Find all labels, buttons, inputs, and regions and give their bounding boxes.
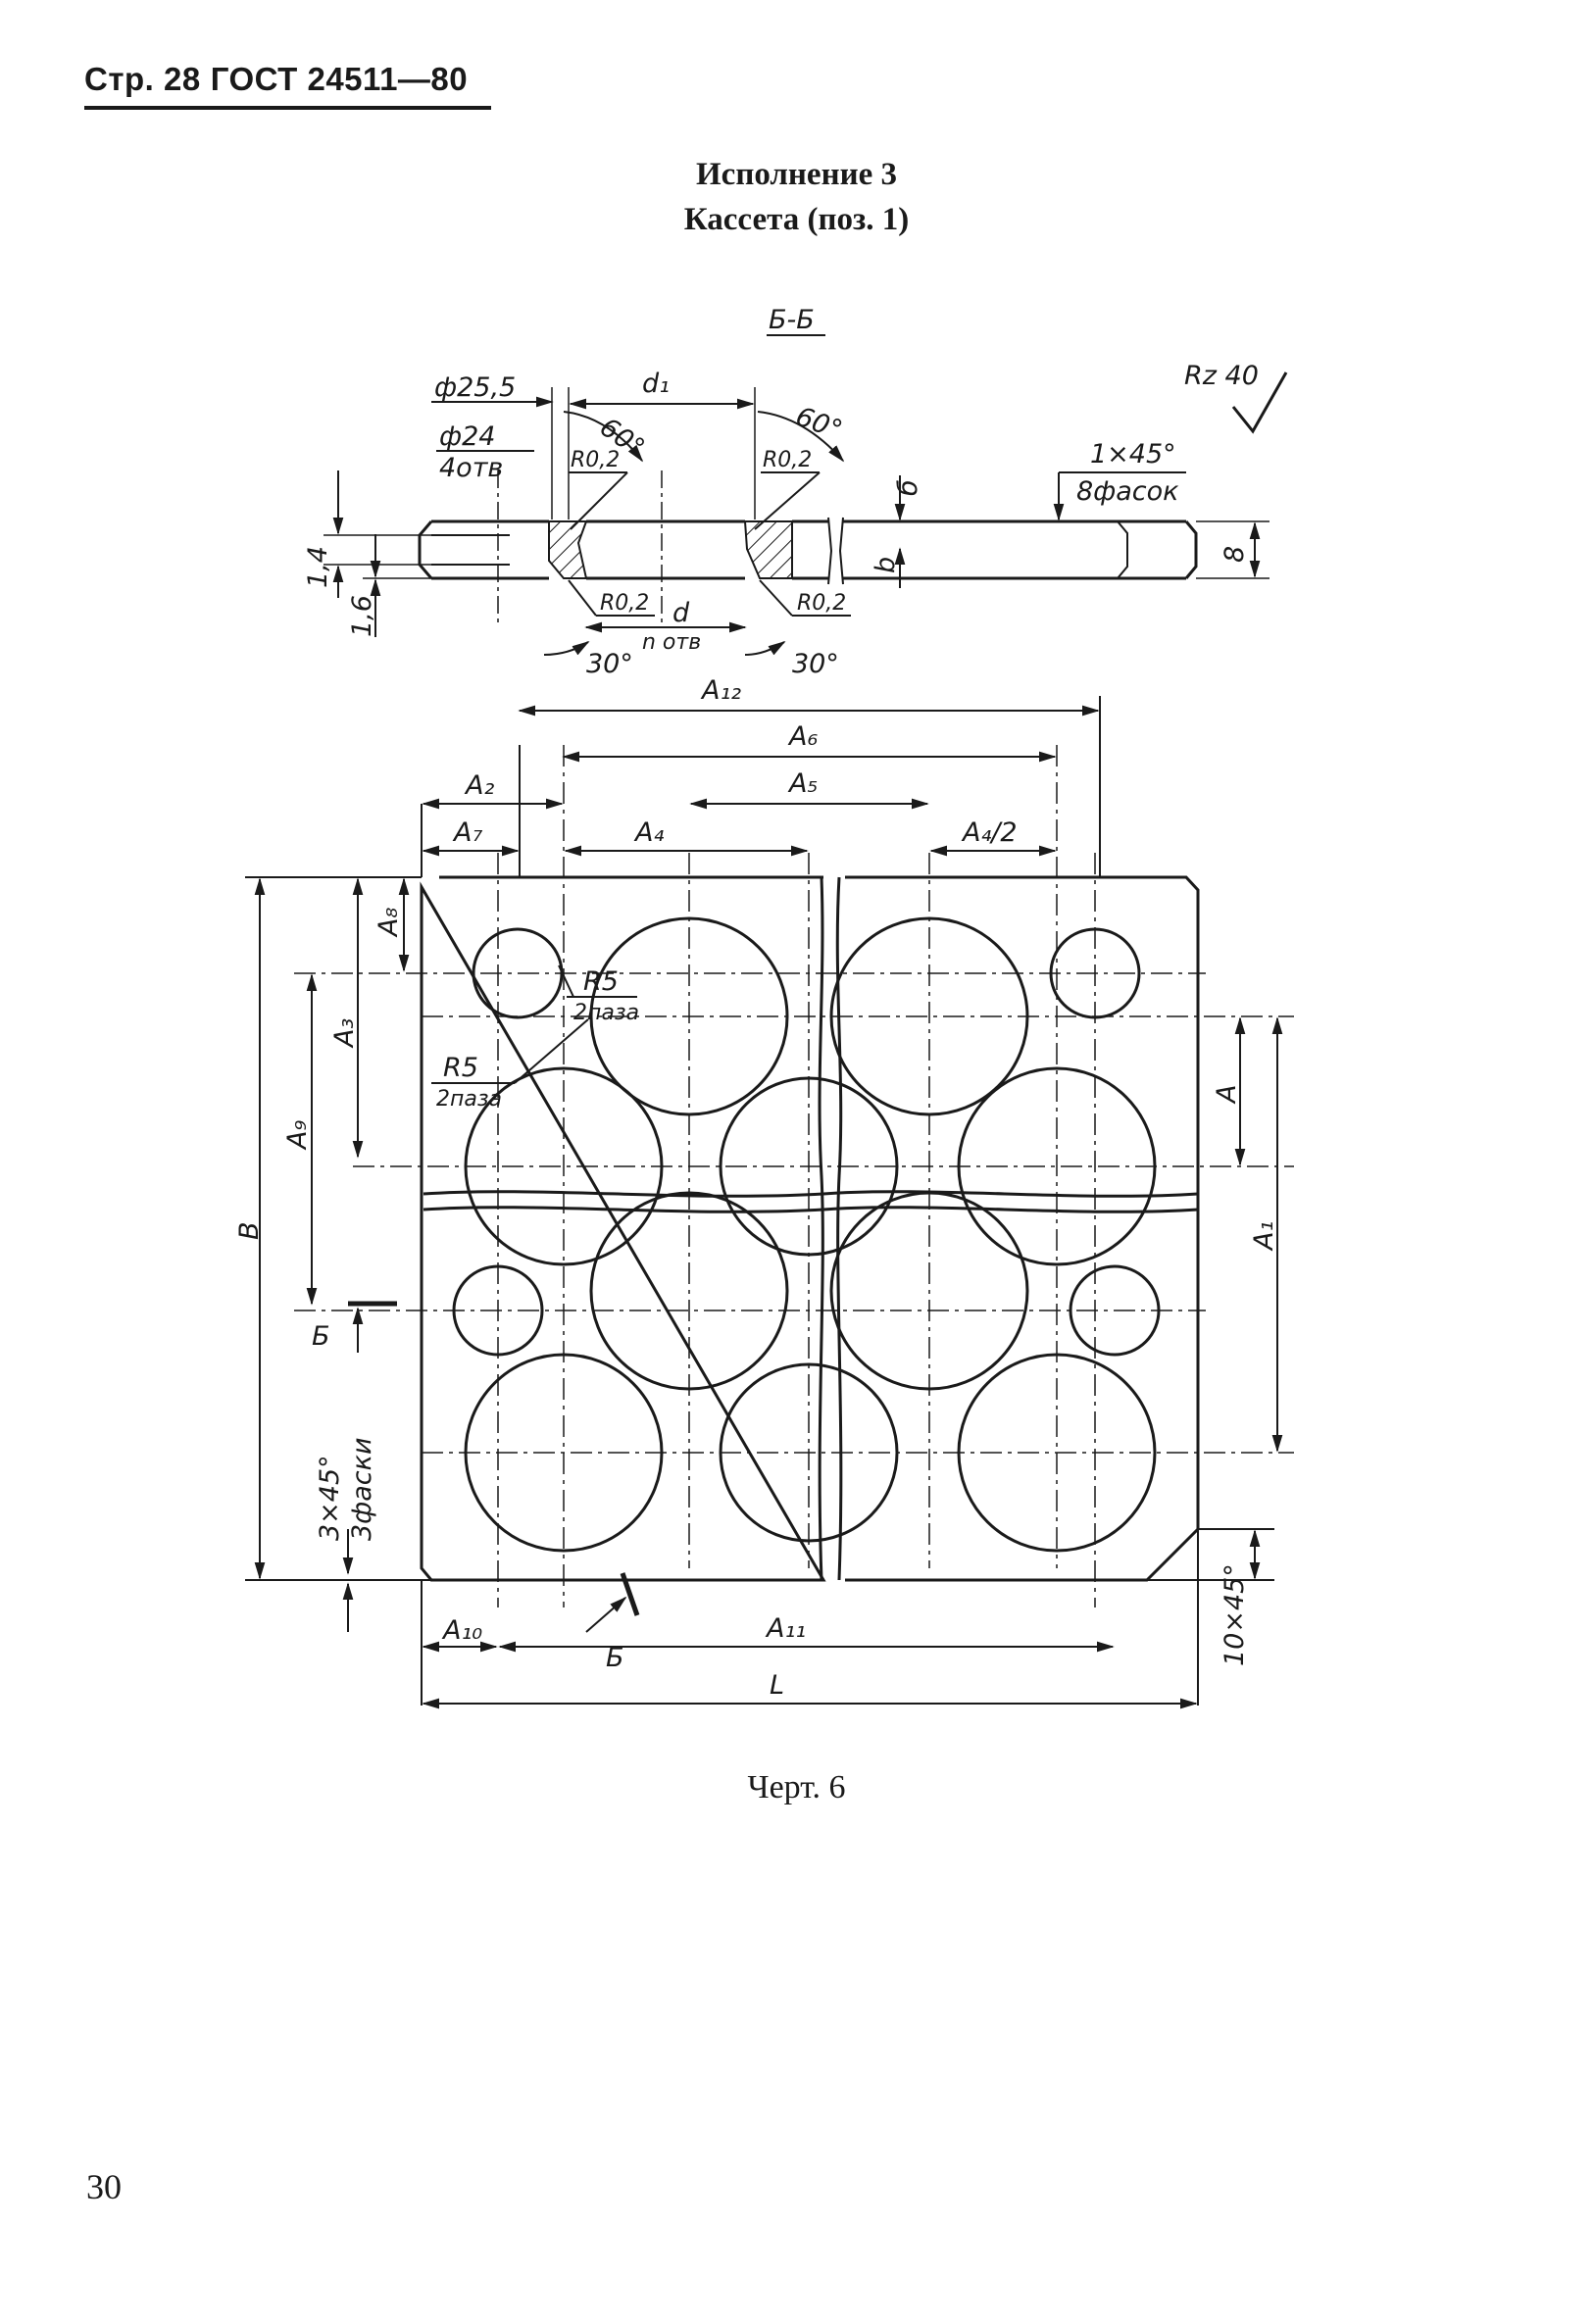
holes-count-label: 4отв xyxy=(439,453,503,483)
right-dimensions xyxy=(1147,1016,1283,1581)
chamfer-label: 1×45° xyxy=(1090,439,1176,470)
horizontal-break-bottom xyxy=(423,1206,1199,1213)
angle-30-right-arc xyxy=(744,641,786,656)
section-mark-left-label: Б xyxy=(312,1321,330,1352)
a5-label: A₅ xyxy=(787,768,818,799)
dim-b-label: б xyxy=(893,479,923,496)
a9-label: A₉ xyxy=(282,1120,313,1151)
plan-view: A₁₂ A₆ A₂ A₅ A₇ A₄ A₄/2 B A₃ A₈ A₉ 3×45°… xyxy=(234,675,1294,1709)
chamfer-inner-line xyxy=(1117,520,1128,579)
bottom-dimensions xyxy=(421,1529,1199,1709)
chamfer3-count-label: 3фаски xyxy=(347,1437,377,1541)
r5-top-leader xyxy=(558,964,574,998)
page-number: 30 xyxy=(86,2167,122,2206)
r02-bottom-left: R0,2 xyxy=(600,591,649,616)
r02-top-right: R0,2 xyxy=(763,448,812,472)
a12-label: A₁₂ xyxy=(700,675,741,706)
left-chamfer-edge xyxy=(418,520,433,579)
r02-br-leader xyxy=(759,579,793,617)
chamfer-count-label: 8фасок xyxy=(1076,476,1179,507)
section-mark-bottom-arrow xyxy=(585,1596,627,1633)
chamfer3-label: 3×45° xyxy=(315,1455,345,1541)
figure-caption: Черт. 6 xyxy=(747,1769,846,1805)
angle-30-left: 30° xyxy=(586,649,633,679)
thickness-label: 8 xyxy=(1220,546,1250,563)
a11-label: A₁₁ xyxy=(765,1613,806,1644)
r5-mid-label: R5 xyxy=(443,1053,478,1083)
dim-14-label: 1,4 xyxy=(303,546,333,588)
a4-label: A₄ xyxy=(633,817,664,848)
cassette-outline xyxy=(420,875,1200,1582)
angle-60-right-arc xyxy=(757,411,845,463)
a6-label: A₆ xyxy=(787,721,818,752)
r5-mid-leader xyxy=(514,1018,589,1084)
roughness-label: Rz 40 xyxy=(1184,361,1259,391)
r02-bottom-right: R0,2 xyxy=(797,591,846,616)
section-mark-bottom-bar xyxy=(620,1572,640,1616)
a2-label: A₂ xyxy=(464,770,494,801)
angle-60-right: 60° xyxy=(792,401,847,445)
pockets xyxy=(452,916,1161,1553)
dia-outer-label: ф25,5 xyxy=(434,372,516,403)
hatched-section-right xyxy=(743,520,793,579)
plate-outline xyxy=(431,519,1186,580)
plan-centrelines xyxy=(294,745,1294,1607)
r02-tr-leader xyxy=(754,471,821,530)
l-label: L xyxy=(770,1670,784,1701)
n-holes-label: n отв xyxy=(642,630,701,655)
part-title: Кассета (поз. 1) xyxy=(683,202,910,237)
r02-bl-leader xyxy=(568,579,597,617)
dim-16-label: 1,6 xyxy=(347,595,377,637)
a3-label: A₃ xyxy=(329,1018,360,1049)
a8-label: A₈ xyxy=(373,908,404,938)
variant-title: Исполнение 3 xyxy=(696,157,897,192)
dim-b2-label: b xyxy=(871,557,901,573)
angle-30-left-arc xyxy=(543,641,590,656)
left-pocket-lines xyxy=(431,534,510,566)
page-label: Стр. 28 xyxy=(84,61,201,97)
angle-60-left-arc xyxy=(563,411,644,463)
a4-half-label: A₄/2 xyxy=(961,817,1018,848)
section-label: Б-Б xyxy=(769,305,815,335)
slots-mid-label: 2паза xyxy=(436,1087,502,1112)
roughness-mark xyxy=(1231,371,1288,434)
a1-label: A₁ xyxy=(1249,1221,1279,1252)
top-dimensions xyxy=(421,696,1101,877)
slots-top-label: 2паза xyxy=(573,1001,639,1025)
section-view: Б-Б Rz 40 ф25,5 ф24 4отв d₁ 60° 60° xyxy=(303,305,1288,679)
break-lines-section xyxy=(827,517,844,585)
header-rule xyxy=(84,106,491,110)
d1-label: d₁ xyxy=(642,369,670,399)
r02-tl-leader xyxy=(570,471,628,530)
a10-label: A₁₀ xyxy=(441,1615,482,1646)
titles-block: Исполнение 3 Кассета (поз. 1) xyxy=(0,152,1593,242)
b-label: B xyxy=(234,1221,265,1240)
right-chamfer-edge xyxy=(1184,520,1198,579)
hatched-section-left xyxy=(548,520,588,579)
chamfer10-label: 10×45° xyxy=(1220,1563,1250,1666)
standard-number: ГОСТ 24511—80 xyxy=(210,61,469,97)
left-dimensions xyxy=(245,876,431,1632)
r02-top-left: R0,2 xyxy=(571,448,620,472)
vertical-break-left xyxy=(818,876,824,1581)
dia-hole-label: ф24 xyxy=(439,421,495,452)
horizontal-break-top xyxy=(423,1190,1199,1198)
a-label: A xyxy=(1212,1085,1242,1105)
a7-label: A₇ xyxy=(452,817,482,848)
angle-30-right: 30° xyxy=(792,649,839,679)
r5-top-label: R5 xyxy=(583,966,619,997)
d-label: d xyxy=(672,598,690,628)
